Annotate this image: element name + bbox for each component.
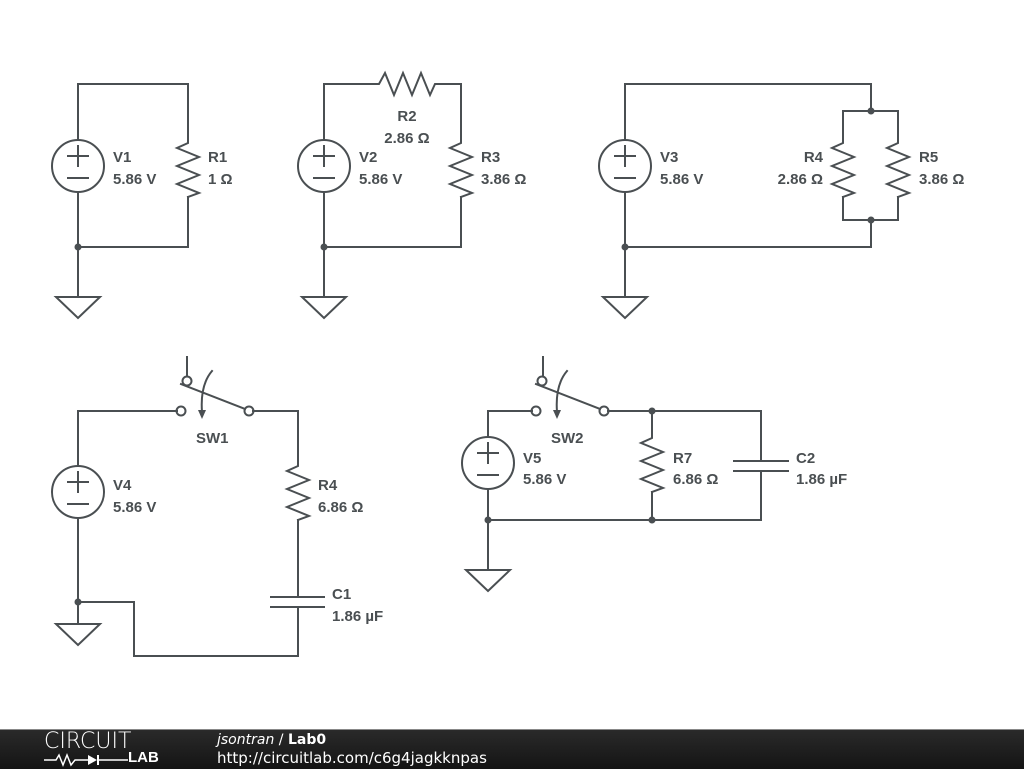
- r3-name: R3: [481, 149, 500, 166]
- r2-value: 2.86 Ω: [384, 130, 429, 147]
- capacitor-c1[interactable]: [270, 596, 325, 608]
- resistor-r5[interactable]: [886, 136, 910, 198]
- circuit-5: SW2 V5 5.86 V R7 6.86 Ω C2 1.86 µF: [461, 356, 847, 592]
- voltage-source-v3[interactable]: [598, 139, 652, 193]
- ground-icon: [55, 623, 101, 646]
- project-name[interactable]: Lab0: [287, 732, 327, 748]
- v2-value: 5.86 V: [359, 171, 402, 188]
- r4-value: 2.86 Ω: [778, 171, 823, 188]
- circuit-3: V3 5.86 V R4 2.86 Ω R5 3.86 Ω: [598, 83, 964, 319]
- wire: [77, 83, 189, 141]
- wire: [842, 110, 899, 138]
- r4-rc-name: R4: [318, 477, 338, 494]
- ground-icon: [465, 569, 511, 592]
- junction-dot: [648, 407, 656, 415]
- wire: [77, 196, 189, 248]
- r7-value: 6.86 Ω: [673, 471, 718, 488]
- sw1-name: SW1: [196, 430, 229, 447]
- resistor-r4-rc[interactable]: [286, 459, 310, 521]
- v3-value: 5.86 V: [660, 171, 703, 188]
- c1-value: 1.86 µF: [332, 608, 383, 625]
- wire: [323, 196, 462, 248]
- v1-name: V1: [113, 149, 131, 166]
- voltage-source-v4[interactable]: [51, 465, 105, 519]
- user-link[interactable]: jsontran: [217, 732, 275, 748]
- junction-dot: [74, 598, 82, 606]
- v1-value: 5.86 V: [113, 171, 156, 188]
- circuitlab-logo-icon: [44, 752, 128, 768]
- resistor-r7[interactable]: [640, 431, 664, 493]
- wire: [252, 410, 299, 461]
- wire: [624, 83, 872, 141]
- r5-value: 3.86 Ω: [919, 171, 964, 188]
- wire: [77, 601, 299, 657]
- r3-value: 3.86 Ω: [481, 171, 526, 188]
- resistor-r2[interactable]: [373, 72, 439, 96]
- v5-name: V5: [523, 450, 541, 467]
- junction-dot: [484, 516, 492, 524]
- wire: [607, 410, 762, 462]
- circuitlab-logo-lab: LAB: [128, 749, 159, 766]
- wire: [437, 83, 462, 138]
- wire: [624, 219, 872, 248]
- ground-icon: [301, 296, 347, 319]
- circuitlab-logo-text: CIRCUIT: [44, 729, 132, 754]
- switch-sw1[interactable]: [175, 356, 255, 419]
- voltage-source-v5[interactable]: [461, 436, 515, 490]
- schematic-canvas: V1 5.86 V R1 1 Ω R2 2.86 Ω V2 5.86 V R3 …: [51, 72, 964, 657]
- junction-dot: [648, 516, 656, 524]
- junction-dot: [621, 243, 629, 251]
- r1-value: 1 Ω: [208, 171, 233, 188]
- v4-value: 5.86 V: [113, 499, 156, 516]
- v3-name: V3: [660, 149, 678, 166]
- c2-name: C2: [796, 450, 815, 467]
- project-breadcrumb: jsontran / Lab0: [217, 731, 326, 749]
- circuit-4: SW1 V4 5.86 V R4 6.86 Ω C1 1.86 µF: [51, 356, 383, 657]
- wire: [77, 410, 178, 467]
- project-url[interactable]: http://circuitlab.com/c6g4jagkknpas: [217, 749, 487, 767]
- v4-name: V4: [113, 477, 132, 494]
- junction-dot: [867, 107, 875, 115]
- resistor-r4[interactable]: [831, 136, 855, 198]
- voltage-source-v1[interactable]: [51, 139, 105, 193]
- ground-icon: [602, 296, 648, 319]
- breadcrumb-separator: /: [274, 732, 288, 748]
- footer-bar: CIRCUIT LAB jsontran / Lab0 http://circu…: [0, 729, 1024, 769]
- resistor-r1[interactable]: [176, 136, 200, 198]
- c1-name: C1: [332, 586, 351, 603]
- junction-dot: [320, 243, 328, 251]
- wire: [323, 83, 375, 141]
- capacitor-c2[interactable]: [733, 460, 789, 472]
- circuit-2: R2 2.86 Ω V2 5.86 V R3 3.86 Ω: [297, 72, 526, 319]
- r2-name: R2: [397, 108, 416, 125]
- junction-dot: [867, 216, 875, 224]
- wire: [487, 470, 762, 521]
- switch-sw2[interactable]: [530, 356, 610, 419]
- resistor-r3[interactable]: [449, 136, 473, 198]
- r4-rc-value: 6.86 Ω: [318, 499, 363, 516]
- sw2-name: SW2: [551, 430, 584, 447]
- r4-name: R4: [804, 149, 824, 166]
- v2-name: V2: [359, 149, 377, 166]
- voltage-source-v2[interactable]: [297, 139, 351, 193]
- r1-name: R1: [208, 149, 227, 166]
- junction-dot: [74, 243, 82, 251]
- v5-value: 5.86 V: [523, 471, 566, 488]
- circuit-1: V1 5.86 V R1 1 Ω: [51, 83, 233, 319]
- ground-icon: [55, 296, 101, 319]
- r7-name: R7: [673, 450, 692, 467]
- r5-name: R5: [919, 149, 938, 166]
- c2-value: 1.86 µF: [796, 471, 847, 488]
- wire: [487, 410, 533, 438]
